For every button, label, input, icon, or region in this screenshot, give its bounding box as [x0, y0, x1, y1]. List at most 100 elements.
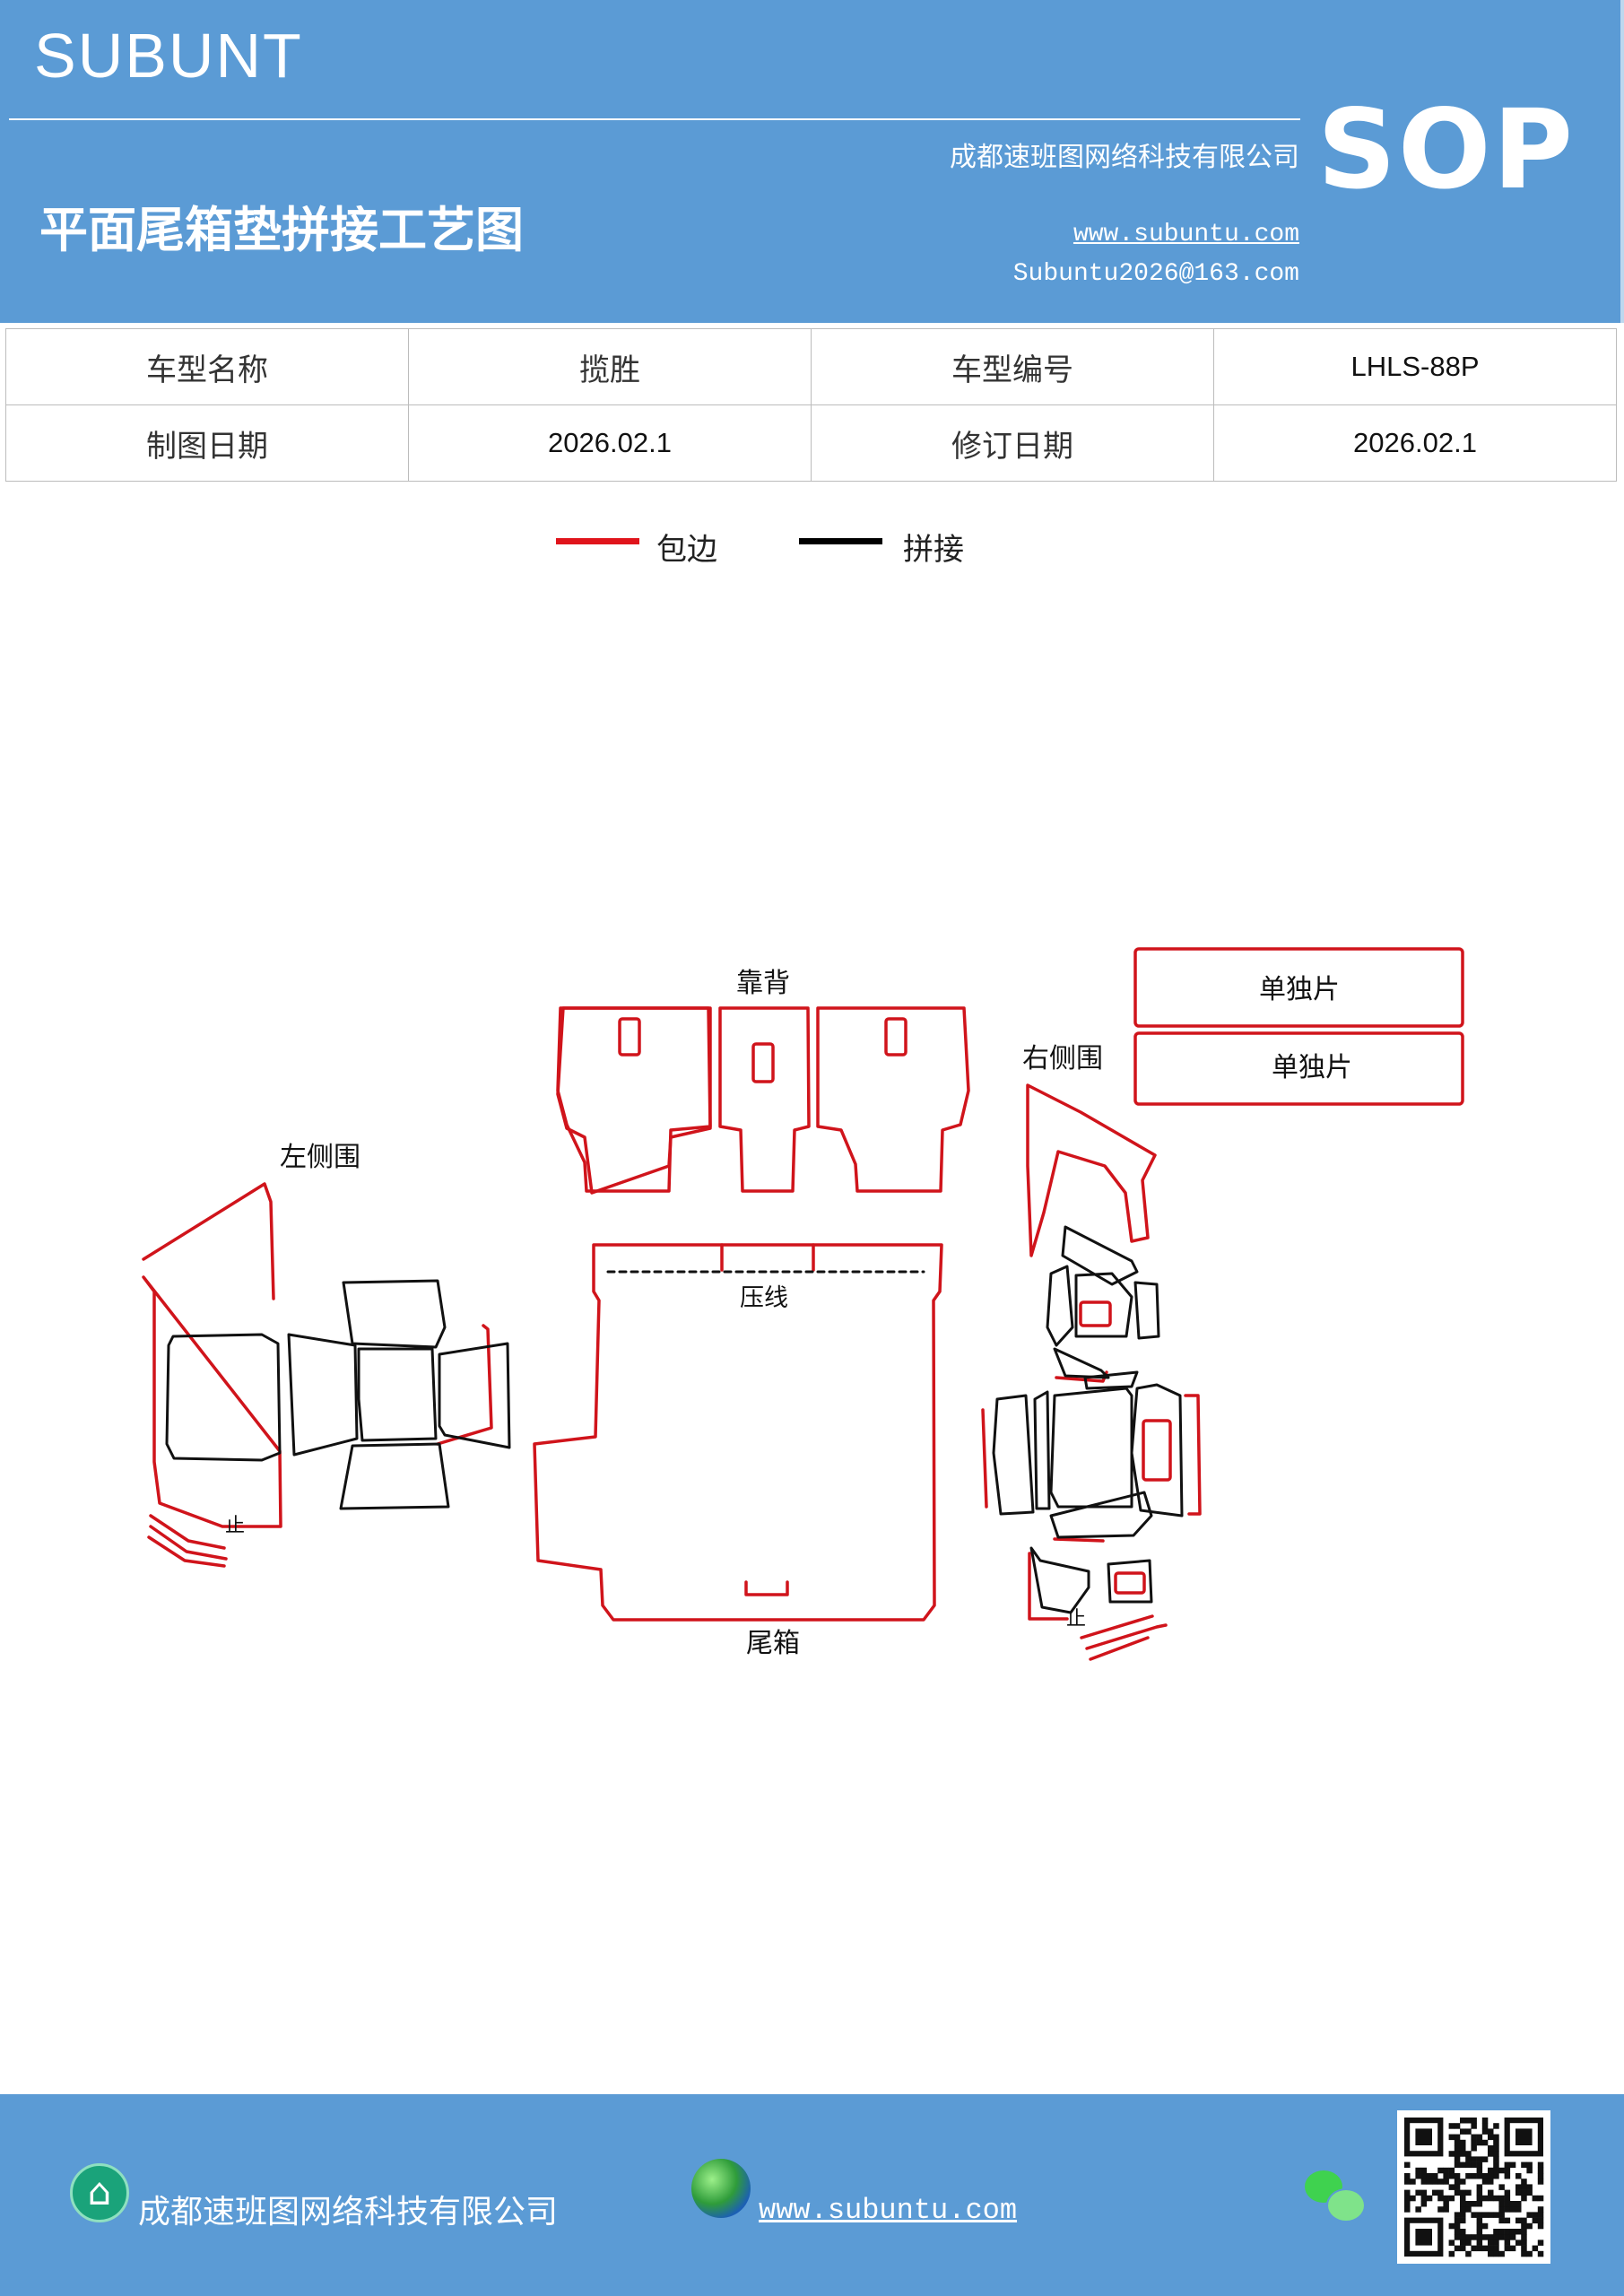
qr-module — [1532, 2245, 1539, 2252]
header-divider — [9, 118, 1300, 120]
wechat-bubble-small — [1326, 2188, 1366, 2222]
left-piece-left — [287, 1333, 359, 1457]
qr-module — [1476, 2156, 1483, 2162]
qr-module — [1448, 2151, 1455, 2157]
qr-module — [1521, 2189, 1527, 2196]
right-piece-bottom — [1049, 1491, 1153, 1539]
label-stop-left: 止 — [225, 1515, 245, 1537]
footer-url-link[interactable]: www.subuntu.com — [759, 2194, 1018, 2227]
qr-module — [1415, 2206, 1421, 2213]
qr-module — [1460, 2189, 1466, 2196]
legend-seam-label: 拼接 — [903, 532, 964, 568]
qr-module — [1526, 2222, 1533, 2230]
page-title: 平面尾箱垫拼接工艺图 — [39, 201, 524, 258]
header-email[interactable]: Subuntu2026@163.com — [1012, 260, 1299, 288]
qr-module — [1448, 2184, 1455, 2190]
qr-module — [1504, 2167, 1511, 2174]
qr-module — [1454, 2139, 1461, 2146]
vehicle-info-table: 车型名称 揽胜 车型编号 LHLS-88P 制图日期 2026.02.1 修订日… — [5, 328, 1617, 482]
qr-module — [1488, 2151, 1494, 2157]
qr-module — [1460, 2239, 1466, 2246]
qr-module — [1454, 2212, 1461, 2218]
qr-module — [1488, 2179, 1494, 2185]
value-model-name: 揽胜 — [408, 328, 812, 405]
qr-module — [1432, 2179, 1438, 2185]
qr-module — [1493, 2212, 1499, 2218]
qr-module — [1460, 2145, 1466, 2152]
value-draw-date: 2026.02.1 — [408, 404, 812, 482]
qr-module — [1454, 2189, 1461, 2196]
legend-seam-swatch — [799, 538, 882, 544]
qr-module — [1481, 2195, 1489, 2202]
qr-module — [1448, 2167, 1455, 2174]
qr-module — [1465, 2118, 1472, 2124]
qr-module — [1526, 2167, 1533, 2174]
qr-module — [1498, 2167, 1505, 2174]
trunk-mat-diagram: 靠背 左侧围 右侧围 尾箱 压线 单独片 单独片 止 止 — [142, 947, 1464, 1661]
qr-module — [1448, 2134, 1455, 2141]
qr-module — [1493, 2156, 1499, 2162]
qr-module — [1515, 2189, 1522, 2196]
qr-module — [1454, 2245, 1461, 2252]
qr-module — [1460, 2179, 1466, 2185]
legend: 包边 拼接 — [556, 525, 1022, 570]
backrest-right-slot — [884, 1017, 908, 1057]
qr-module — [1476, 2195, 1483, 2202]
qr-module — [1420, 2195, 1428, 2202]
qr-module — [1481, 2222, 1489, 2230]
qr-module — [1509, 2234, 1516, 2240]
label-right-side: 右侧围 — [1022, 1043, 1103, 1074]
qr-module — [1460, 2151, 1466, 2157]
qr-module — [1537, 2161, 1544, 2169]
qr-module — [1465, 2128, 1472, 2135]
qr-module — [1454, 2151, 1461, 2157]
table-row: 车型名称 揽胜 车型编号 LHLS-88P — [5, 328, 1617, 405]
qr-module — [1521, 2229, 1527, 2235]
qr-module — [1476, 2189, 1483, 2196]
qr-module — [1443, 2179, 1449, 2185]
qr-module — [1481, 2245, 1489, 2252]
qr-module — [1454, 2217, 1461, 2224]
qr-module — [1454, 2173, 1461, 2179]
backrest-left — [556, 1006, 712, 1193]
qr-module — [1493, 2161, 1499, 2169]
qr-module — [1471, 2173, 1477, 2179]
qr-module — [1481, 2139, 1489, 2146]
qr-code[interactable] — [1397, 2110, 1550, 2264]
qr-module — [1488, 2134, 1494, 2141]
qr-module — [1488, 2189, 1494, 2196]
qr-module — [1410, 2195, 1416, 2202]
qr-module — [1420, 2167, 1428, 2174]
label-revise-date: 修订日期 — [811, 404, 1214, 482]
qr-module — [1476, 2229, 1483, 2235]
right-side-strips — [1028, 1552, 1168, 1661]
qr-module — [1471, 2245, 1477, 2252]
qr-module — [1404, 2195, 1411, 2202]
qr-module — [1488, 2234, 1494, 2240]
qr-module — [1537, 2195, 1544, 2202]
left-piece-main — [165, 1333, 282, 1462]
qr-module — [1410, 2179, 1416, 2185]
qr-module — [1454, 2179, 1461, 2185]
qr-module — [1532, 2217, 1539, 2224]
qr-module — [1526, 2161, 1533, 2169]
qr-module — [1454, 2229, 1461, 2235]
qr-module — [1443, 2195, 1449, 2202]
header-url-link[interactable]: www.subuntu.com — [1073, 221, 1299, 248]
qr-module — [1515, 2184, 1522, 2190]
qr-module — [1476, 2161, 1483, 2169]
trunk-notch — [744, 1580, 789, 1596]
building-icon — [70, 2163, 129, 2222]
right-piece-1 — [1061, 1225, 1139, 1286]
qr-module — [1493, 2229, 1499, 2235]
qr-module — [1498, 2184, 1505, 2190]
qr-module — [1426, 2195, 1433, 2202]
qr-module — [1471, 2134, 1477, 2141]
qr-module — [1426, 2173, 1433, 2179]
qr-module — [1515, 2217, 1522, 2224]
qr-module — [1476, 2201, 1483, 2207]
backrest-right — [816, 1006, 970, 1193]
backrest-left-slot — [618, 1017, 641, 1057]
brand-logo-text: SUBUNT — [34, 21, 303, 91]
qr-module — [1521, 2179, 1527, 2185]
